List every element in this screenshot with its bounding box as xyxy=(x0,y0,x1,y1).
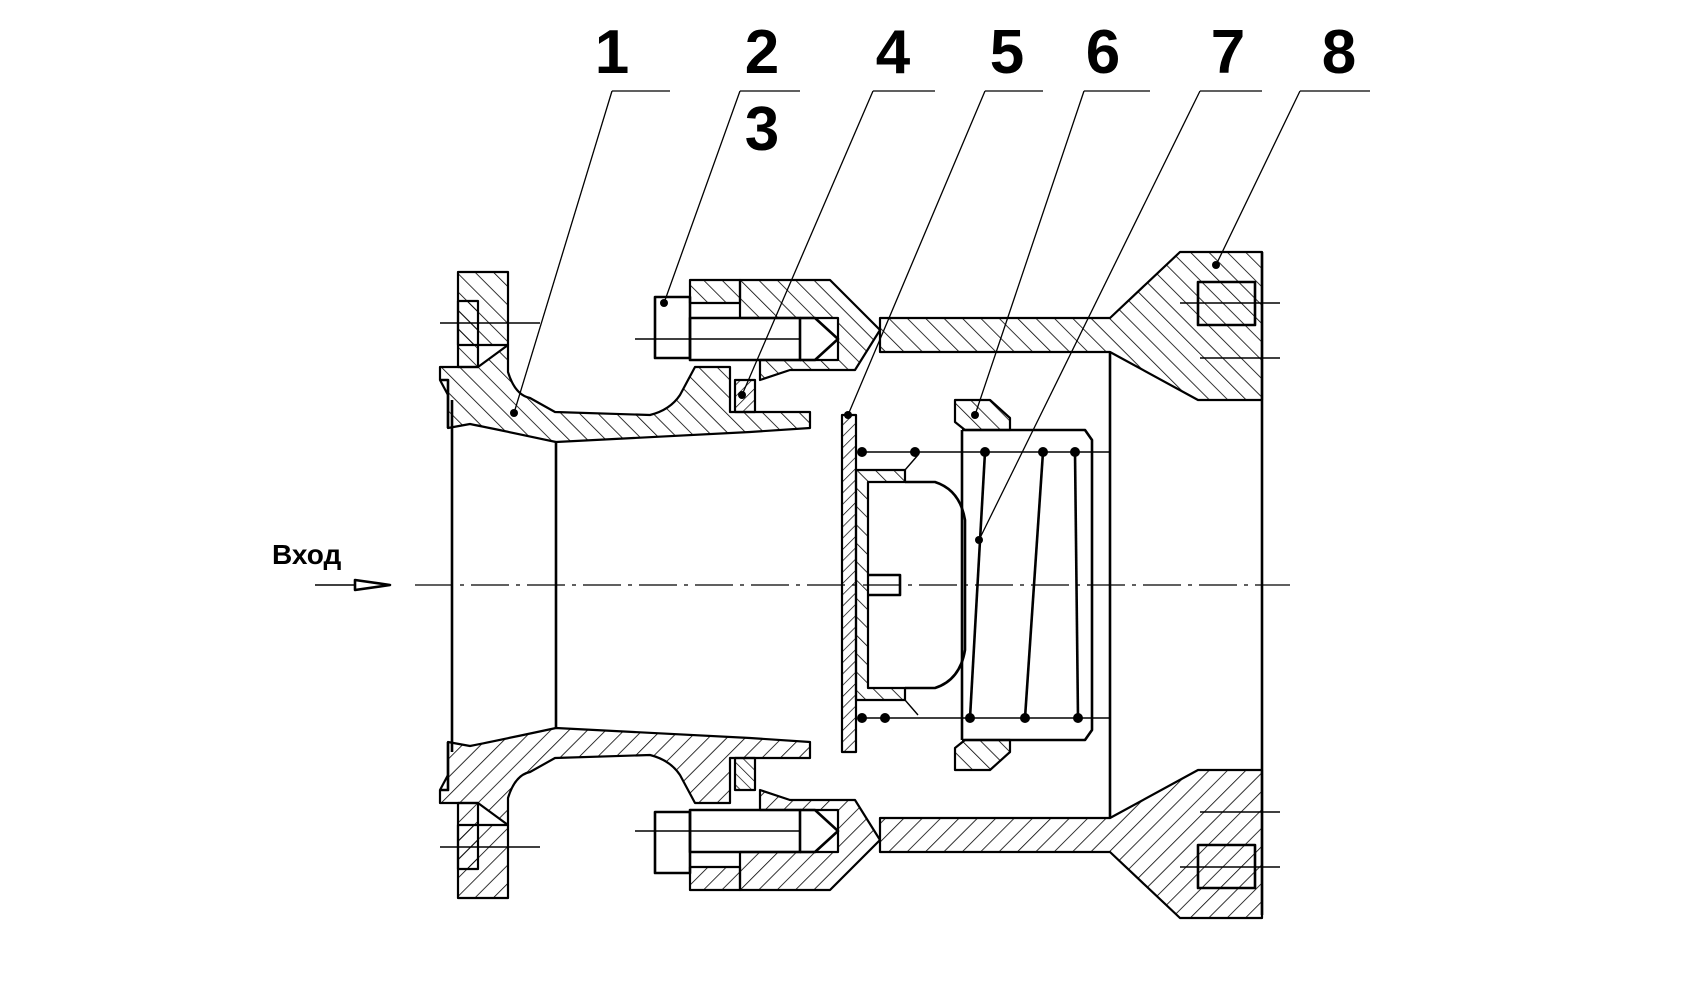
bolt-head-upper xyxy=(653,295,692,360)
clamp-ring-upper xyxy=(738,278,882,382)
callout-number-1: 1 xyxy=(595,18,629,87)
valve-lower-half xyxy=(438,726,1280,920)
inlet-lip-upper xyxy=(440,378,454,752)
valve-upper-half xyxy=(438,250,1280,915)
callout-number-7: 7 xyxy=(1211,18,1245,87)
callout-number-6: 6 xyxy=(1086,18,1120,87)
leader-line-1 xyxy=(510,90,670,417)
callout-number-5: 5 xyxy=(990,18,1024,87)
guide-cage-body xyxy=(962,428,1094,742)
seal-lower xyxy=(733,756,757,792)
guide-cage-top xyxy=(953,398,1012,432)
flow-arrow-head xyxy=(353,578,392,592)
leader-line-2 xyxy=(660,90,800,307)
spring-coil-2 xyxy=(1023,451,1045,719)
outlet-bolt-lower xyxy=(1196,843,1257,890)
spring xyxy=(857,447,1083,723)
disc-center-boss xyxy=(868,573,902,597)
clamp-ring-lower xyxy=(738,788,882,892)
callout-number-8: 8 xyxy=(1322,18,1356,87)
spring-coil-3 xyxy=(1073,451,1080,719)
spring-wire-section xyxy=(857,447,867,457)
outlet-bolt-upper xyxy=(1196,280,1257,327)
outlet-body-lower xyxy=(878,768,1264,920)
inlet-body-upper xyxy=(438,343,812,444)
leader-line-8 xyxy=(1212,90,1370,269)
spring-coil-1 xyxy=(968,451,987,719)
bolt-head-lower xyxy=(653,810,692,875)
disc-hub xyxy=(905,480,967,690)
leader-line-6 xyxy=(971,90,1150,419)
valve-disc-assembly xyxy=(840,413,967,754)
disc-plate xyxy=(854,468,907,702)
bolt-cap-lower xyxy=(688,865,742,892)
leader-line-5 xyxy=(844,90,1043,419)
inlet-label: Вход xyxy=(272,539,341,570)
leader-lines xyxy=(510,90,1370,544)
callout-number-3: 3 xyxy=(745,95,779,164)
seal-upper xyxy=(733,378,757,414)
callout-number-4: 4 xyxy=(876,18,911,87)
callout-number-2: 2 xyxy=(745,18,779,87)
guide-cage-bottom xyxy=(953,738,1012,772)
callout-labels: 1 2 3 4 5 6 7 8 xyxy=(595,18,1356,164)
bolt-cap-upper xyxy=(688,278,742,305)
disc-seat-plate xyxy=(840,413,858,754)
inlet-body-lower xyxy=(438,726,812,827)
guide-cage xyxy=(862,398,1110,772)
flow-direction: Вход xyxy=(272,539,392,592)
